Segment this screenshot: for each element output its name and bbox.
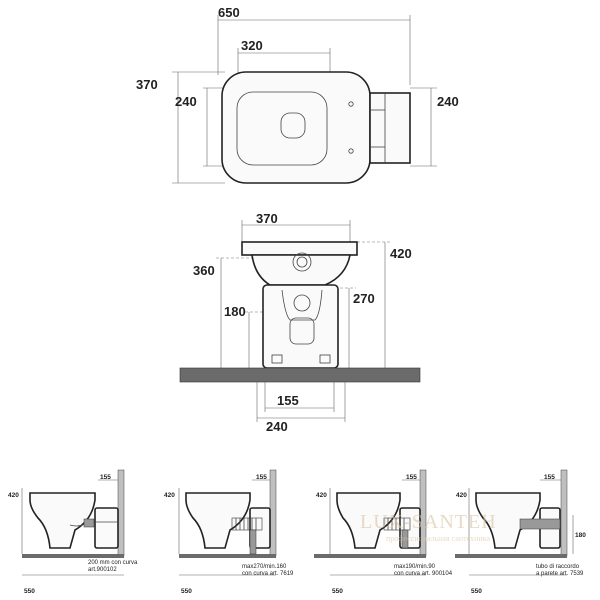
inst-3-note-1: max190/min.90 — [394, 564, 436, 570]
inst-1-top-dim: 155 — [100, 474, 111, 481]
dim-base-width: 240 — [266, 419, 288, 434]
inst-4-right-dim: 180 — [575, 532, 586, 539]
inst-1-note-1: 200 mm con curva — [88, 560, 138, 566]
dim-floor-outlet: 180 — [224, 304, 246, 319]
inst-2-height: 420 — [164, 492, 175, 499]
front-bowl — [251, 254, 351, 286]
hinge-hole-bottom — [348, 148, 354, 154]
watermark-subtitle: профессиональная сантехника — [386, 534, 490, 543]
dim-foot-width: 155 — [277, 393, 299, 408]
dim-front-width: 370 — [256, 211, 278, 226]
inst-2-depth: 550 — [181, 588, 192, 595]
inst-4-depth: 550 — [471, 588, 482, 595]
inst-3-top-dim: 155 — [406, 474, 417, 481]
watermark-brand: LUX-SANTEH — [360, 511, 497, 533]
inst-2-top-dim: 155 — [256, 474, 267, 481]
drain-hole — [280, 112, 306, 139]
inst-4-note-1: tubo di raccordo — [536, 564, 580, 570]
dim-rim-height: 270 — [353, 291, 375, 306]
inst-4-top-dim: 155 — [544, 474, 555, 481]
inst-3-depth: 550 — [332, 588, 343, 595]
inst-4-height: 420 — [456, 492, 467, 499]
dim-body-depth: 240 — [175, 94, 197, 109]
dim-depth-overall: 370 — [136, 77, 158, 92]
hinge-hole-top — [348, 101, 354, 107]
inst-1-height: 420 — [8, 492, 19, 499]
inst-2-note-1: max270/min.160 — [242, 564, 287, 570]
inst-4-note-2: a parete art. 7539 — [536, 571, 584, 577]
bowl-outline — [221, 71, 371, 184]
dim-tank-depth: 240 — [437, 94, 459, 109]
inst-2-note-2: con curva art. 7619 — [242, 571, 294, 577]
inst-3-note-2: con curva art. 900104 — [394, 571, 453, 577]
inst-1-depth: 550 — [24, 588, 35, 595]
inst-3-height: 420 — [316, 492, 327, 499]
installation-variant-2: 420 155 550 max270/min.160 con curva art… — [164, 469, 294, 595]
dim-seat-width: 320 — [241, 38, 263, 53]
front-pedestal — [262, 284, 339, 369]
installation-variant-1: 420 155 550 200 mm con curva art.900102 — [8, 469, 138, 595]
dim-outlet-height: 360 — [193, 263, 215, 278]
dim-total-height: 420 — [390, 246, 412, 261]
top-view: 650 320 370 240 240 — [136, 5, 459, 184]
front-view: 370 420 360 180 270 155 — [179, 211, 421, 434]
inst-1-note-2: art.900102 — [88, 567, 117, 573]
dim-width-overall: 650 — [218, 5, 240, 20]
bowl-opening — [236, 91, 328, 166]
watermark: LUX-SANTEH профессиональная сантехника — [360, 511, 497, 543]
floor-slab — [179, 367, 421, 383]
tank-outline — [369, 92, 411, 164]
installation-variant-4: 420 155 180 550 tubo di raccordo a paret… — [455, 469, 586, 595]
installation-variant-3: 420 155 550 max190/min.90 con curva art.… — [314, 469, 453, 595]
